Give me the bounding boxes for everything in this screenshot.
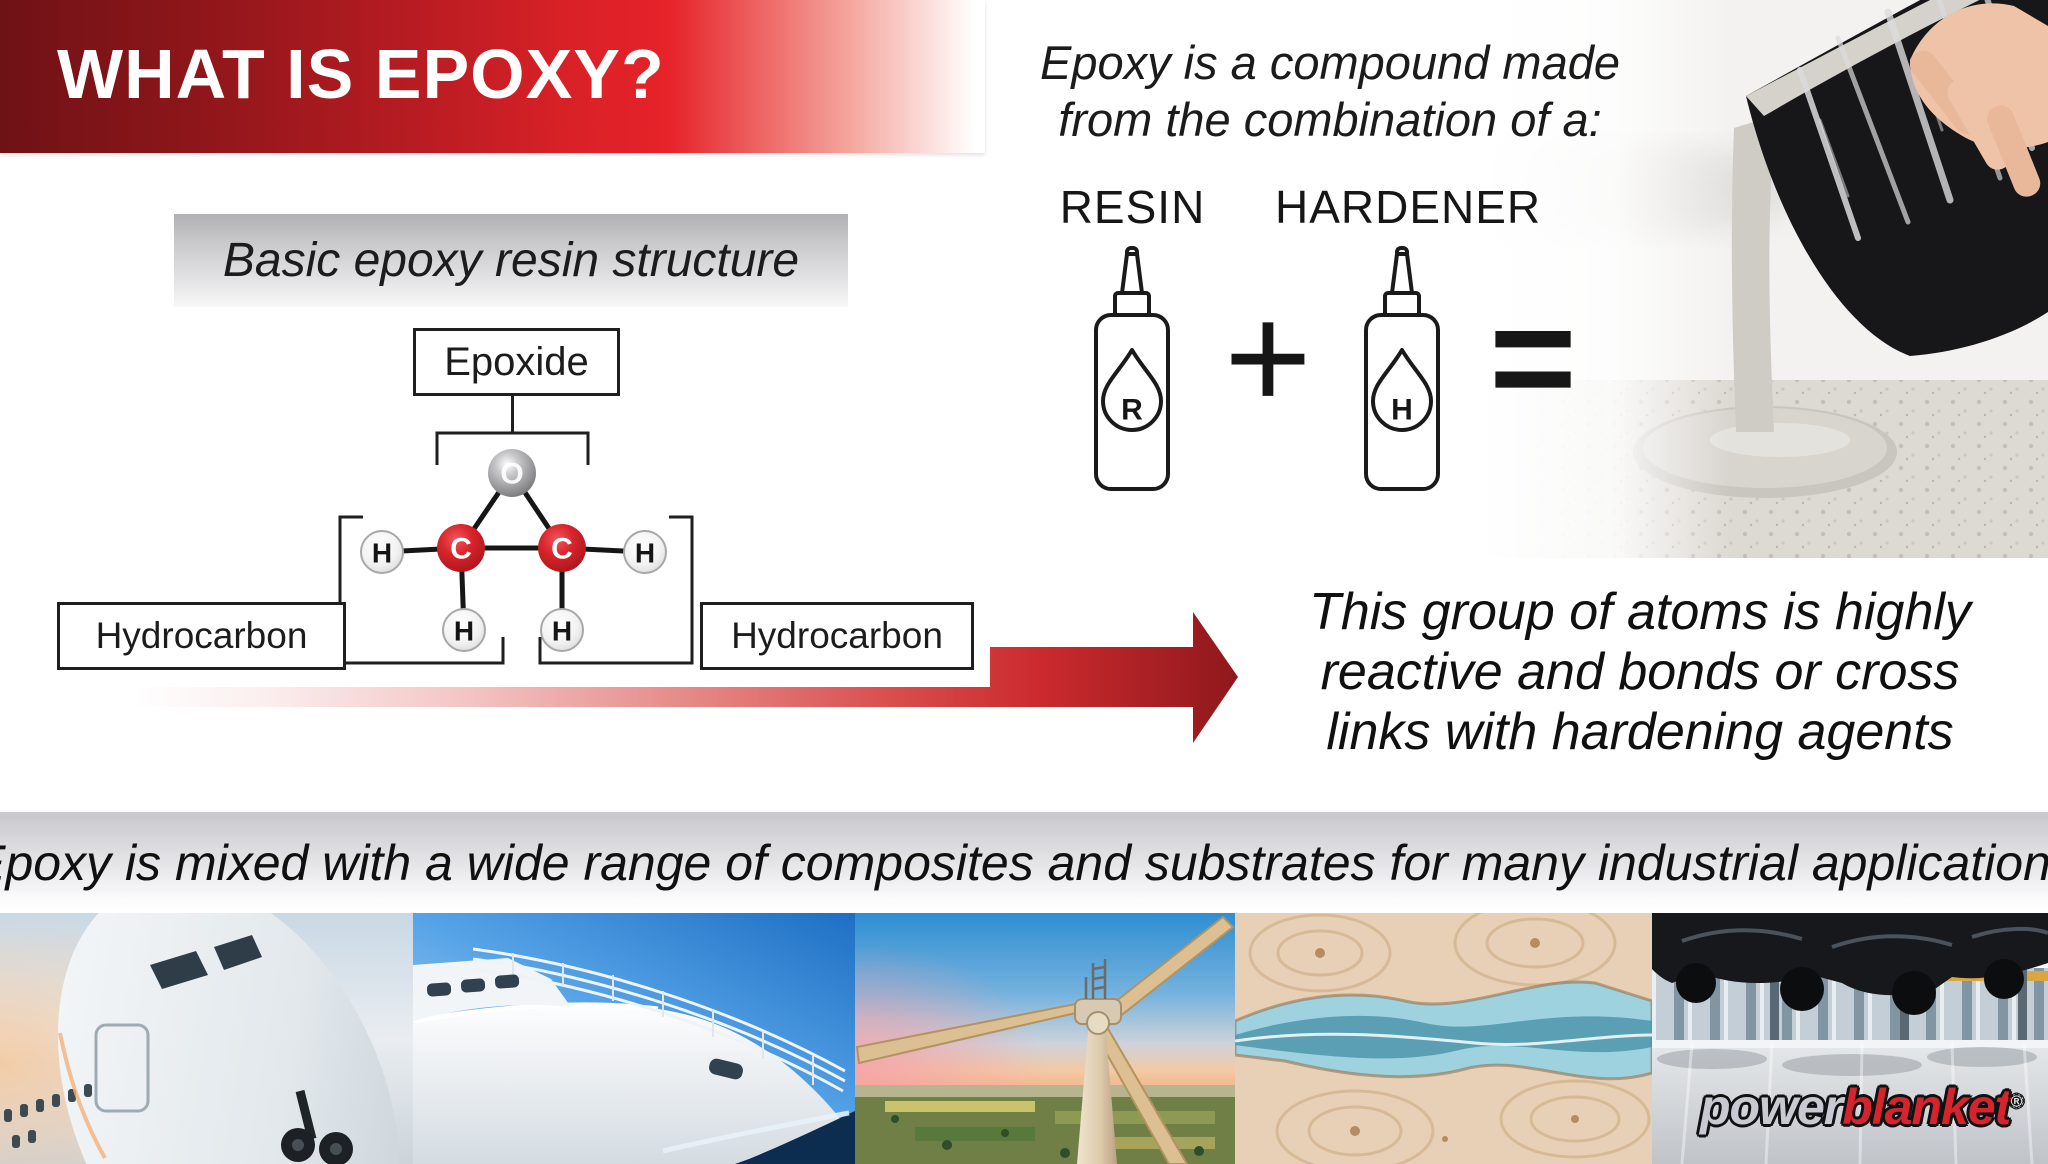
hydrocarbon-box-left: Hydrocarbon	[57, 602, 346, 670]
logo-registered-mark: ®	[2010, 1093, 2022, 1111]
oxygen-atom	[488, 449, 536, 497]
photo-wind-turbine	[855, 913, 1235, 1164]
hardener-droplet-letter: H	[1391, 394, 1413, 427]
atom-label-carbon-right: C	[551, 533, 573, 566]
callout-line-3: links with hardening agents	[1326, 703, 1954, 761]
plus-sign: +	[1224, 272, 1312, 441]
atoms: O C C H H H H	[360, 449, 667, 652]
carbon-atom-right	[538, 524, 586, 572]
atom-label-hydrogen-left: H	[372, 538, 392, 569]
callout-line-1: This group of atoms is highly	[1309, 583, 1971, 641]
photo-epoxy-river-table	[1235, 913, 1652, 1164]
photo-car-showroom	[1652, 913, 2048, 1164]
epoxide-box: Epoxide	[413, 328, 620, 396]
resin-droplet-letter: R	[1121, 394, 1143, 427]
resin-bottle-icon	[1094, 246, 1170, 491]
equals-sign: =	[1489, 272, 1577, 441]
atom-label-carbon-left: C	[450, 533, 472, 566]
photo-airplane	[0, 913, 413, 1164]
title-banner: WHAT IS EPOXY?	[0, 0, 985, 153]
epoxide-molecule-diagram: O C C H H H H	[338, 431, 694, 665]
epoxide-bracket	[435, 431, 590, 465]
applications-caption: Epoxy is mixed with a wide range of comp…	[0, 834, 2048, 891]
atom-label-hydrogen-bottom-right: H	[552, 616, 572, 647]
carbon-atom-left	[437, 524, 485, 572]
right-hydrocarbon-bracket	[538, 515, 694, 665]
atom-label-hydrogen-right: H	[635, 538, 655, 569]
intro-text: Epoxy is a compound made from the combin…	[1020, 34, 1640, 148]
resin-label: RESIN	[1059, 181, 1206, 233]
red-arrow	[135, 612, 1238, 743]
intro-line-1: Epoxy is a compound made	[1040, 36, 1620, 89]
hydrogen-atom-left	[360, 530, 404, 574]
callout-text: This group of atoms is highly reactive a…	[1290, 582, 1990, 762]
hardener-label: HARDENER	[1275, 181, 1542, 233]
applications-band: Epoxy is mixed with a wide range of comp…	[0, 812, 2048, 913]
page-title: WHAT IS EPOXY?	[57, 35, 665, 113]
car-row	[1652, 913, 2048, 1015]
epoxy-pouring-photo	[1480, 0, 2048, 558]
hydrogen-atom-right	[623, 530, 667, 574]
hydrocarbon-box-right: Hydrocarbon	[700, 602, 974, 670]
photo-luxury-yacht	[413, 913, 855, 1164]
intro-line-2: from the combination of a:	[1058, 93, 1602, 146]
hand	[1909, 3, 2048, 197]
hardener-bottle-icon	[1364, 246, 1440, 491]
logo-power-text: power	[1700, 1079, 1843, 1135]
epoxide-connector-line	[511, 390, 514, 434]
hydrogen-atom-bottom-left	[442, 608, 486, 652]
powerblanket-logo: powerblanket®	[1700, 1078, 2022, 1136]
atom-label-hydrogen-bottom-left: H	[454, 616, 474, 647]
logo-blanket-text: blanket	[1842, 1079, 2011, 1135]
resin-hardener-bottles: R H	[1094, 246, 1440, 491]
hydrogen-atom-bottom-right	[540, 608, 584, 652]
structure-heading: Basic epoxy resin structure	[174, 214, 848, 307]
atom-label-oxygen: O	[500, 458, 523, 491]
pour-stream	[1731, 115, 1776, 432]
callout-line-2: reactive and bonds or cross	[1320, 643, 1960, 701]
